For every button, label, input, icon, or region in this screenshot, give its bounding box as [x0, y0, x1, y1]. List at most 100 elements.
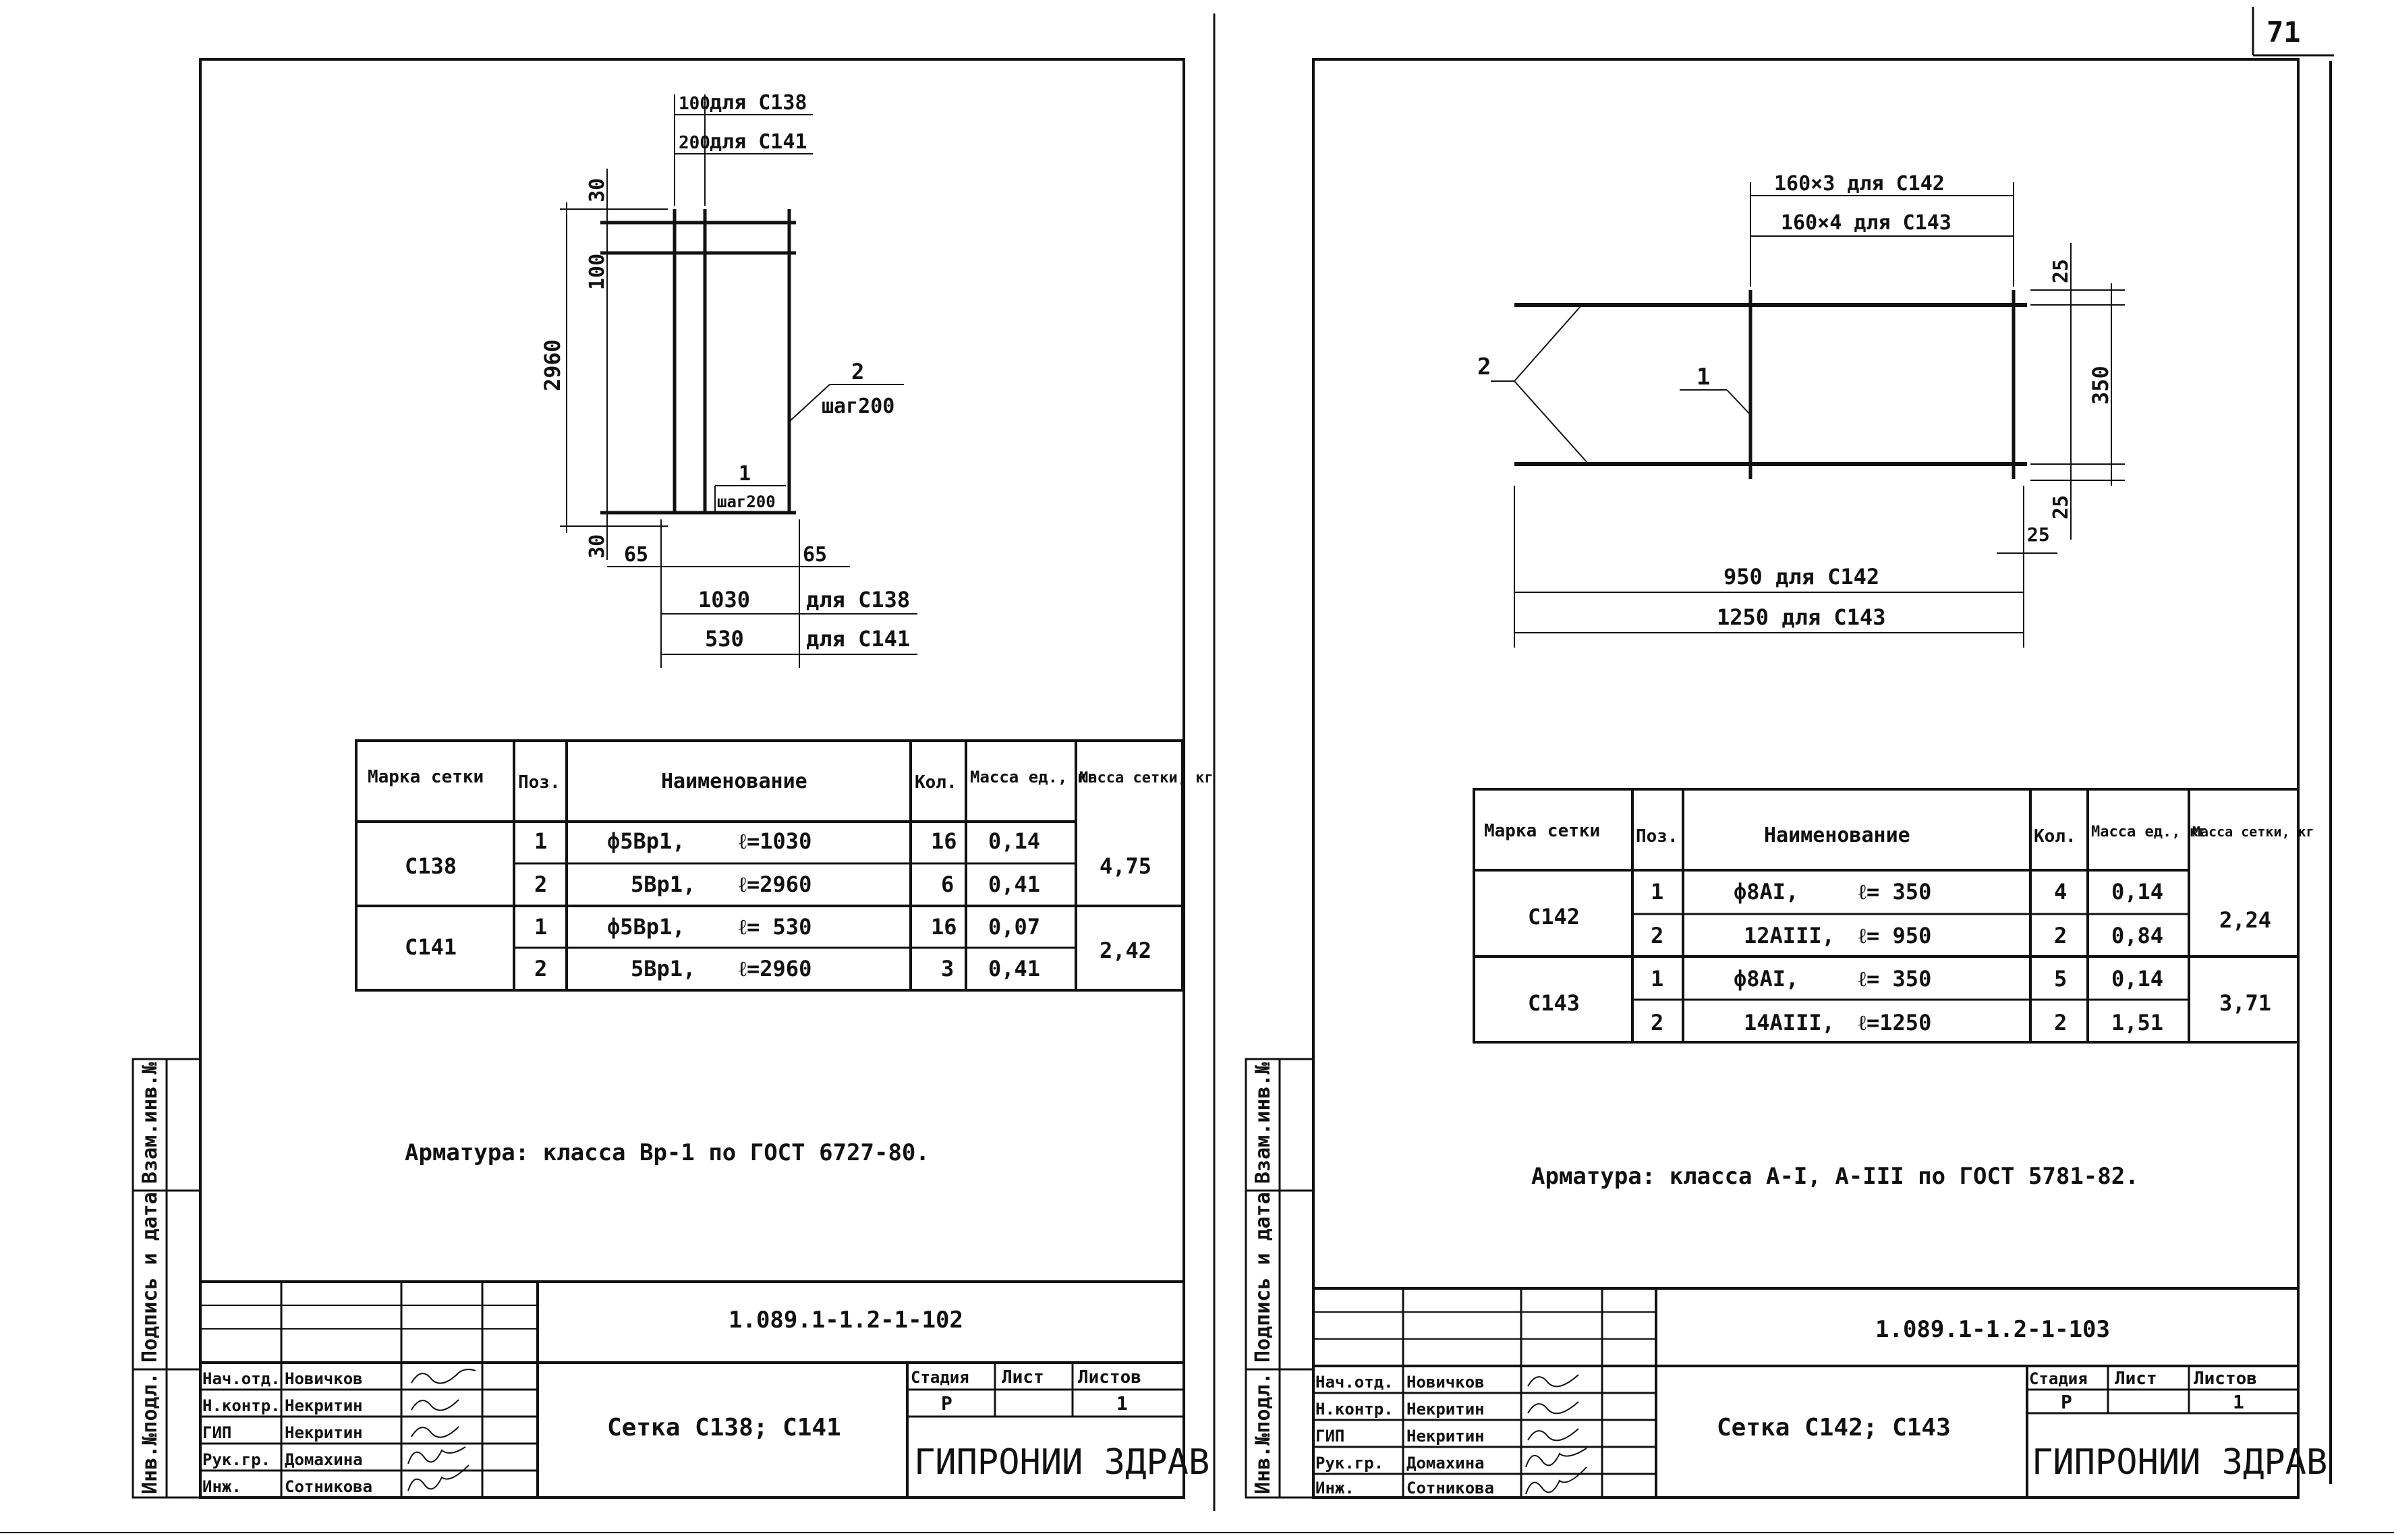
- left-side-vzam: Взам.инв.№: [138, 1061, 162, 1184]
- right-note: Арматура: класса А-I, А-III по ГОСТ 5781…: [1531, 1163, 2139, 1190]
- left-role-3: ГИП: [202, 1423, 231, 1442]
- left-signature-1: [411, 1369, 476, 1384]
- left-signature-2: [411, 1399, 459, 1411]
- left-callout-2-num: 2: [851, 359, 864, 384]
- left-stage: Р: [941, 1392, 952, 1415]
- right-top-dim-2: 160×4 для С143: [1781, 211, 1951, 235]
- right-g1-r2-name: 12АIII,: [1744, 923, 1835, 948]
- left-name-1: Новичков: [285, 1369, 363, 1388]
- right-doc-code: 1.089.1-1.2-1-103: [1875, 1316, 2110, 1343]
- right-g2-mark: С143: [1528, 990, 1580, 1016]
- right-g2-total: 3,71: [2219, 990, 2271, 1016]
- right-role-2: Н.контр.: [1315, 1400, 1394, 1419]
- right-dim-bottom: 25: [2049, 495, 2073, 519]
- left-dim-total: 2960: [540, 339, 565, 391]
- page-number: 71: [2267, 16, 2301, 49]
- left-g1-r2-qty: 6: [941, 872, 954, 897]
- right-stage: Р: [2061, 1391, 2072, 1413]
- left-role-5: Инж.: [202, 1477, 241, 1496]
- right-role-3: ГИП: [1315, 1427, 1344, 1446]
- right-g2-r2-name: 14АIII,: [1744, 1010, 1835, 1035]
- right-name-5: Сотникова: [1406, 1479, 1494, 1498]
- left-g2-r1-mass: 0,07: [988, 914, 1040, 940]
- left-th-mass-unit: Масса ед., кг: [970, 768, 1097, 787]
- right-g2-r1-mass: 0,14: [2111, 966, 2163, 992]
- left-g2-r1-name: ф5Вр1,: [607, 914, 685, 940]
- left-top-dim-1-note: для С138: [710, 91, 807, 115]
- right-title-block: 1.089.1-1.2-1-103 Сетка С142; С143 Стади…: [1313, 1287, 2327, 1498]
- left-g2-mark: С141: [405, 934, 457, 960]
- right-side-vzam: Взам.инв.№: [1251, 1061, 1275, 1184]
- right-side-inv: Инв.№подл.: [1251, 1372, 1275, 1494]
- right-role-4: Рук.гр.: [1315, 1454, 1384, 1473]
- right-g2-r1-qty: 5: [2054, 966, 2067, 992]
- left-callout-2-text: шаг200: [822, 395, 894, 418]
- right-side-strip: Взам.инв.№ Подпись и дата Инв.№подл.: [1245, 1058, 1315, 1499]
- right-th-name: Наименование: [1764, 824, 1910, 847]
- left-sheets-label: Листов: [1078, 1367, 1141, 1388]
- left-sheet-label: Лист: [1002, 1367, 1044, 1388]
- left-g1-mark: С138: [405, 853, 457, 879]
- right-stage-label: Стадия: [2029, 1369, 2088, 1388]
- left-g2-r1-qty: 16: [931, 914, 957, 940]
- left-sheet: Взам.инв.№ Подпись и дата Инв.№подл. 100…: [132, 58, 1214, 1499]
- right-th-mass-total: Масса сетки, кг: [2192, 824, 2314, 840]
- right-g2-r2-mass: 1,51: [2111, 1010, 2163, 1035]
- right-g1-r1-mass: 0,14: [2111, 879, 2163, 905]
- right-signature-5: [1525, 1466, 1587, 1495]
- left-name-3: Некритин: [285, 1423, 363, 1442]
- left-g1-r1-mass: 0,14: [988, 828, 1040, 854]
- left-g1-r1-name: ф5Вр1,: [607, 828, 685, 854]
- right-role-5: Инж.: [1315, 1479, 1355, 1498]
- left-g2-r1-len: ℓ= 530: [739, 914, 811, 940]
- left-g2-r2-pos: 2: [534, 956, 547, 981]
- right-top-dim-1: 160×3 для С142: [1774, 172, 1945, 196]
- right-sheets: 1: [2233, 1391, 2244, 1413]
- right-sheet-label: Лист: [2115, 1369, 2157, 1389]
- left-title-block: 1.089.1-1.2-1-102 Сетка С138; С141 Стади…: [200, 1280, 1209, 1498]
- left-g2-r1-pos: 1: [534, 914, 547, 940]
- right-g1-r1-name: ф8АI,: [1734, 879, 1798, 905]
- right-side-sign-date: Подпись и дата: [1251, 1192, 1275, 1363]
- right-org: ГИПРОНИИ ЗДРАВ: [2032, 1442, 2327, 1483]
- right-dim-top: 25: [2049, 259, 2073, 283]
- right-g2-r1-len: ℓ= 350: [1858, 966, 1931, 992]
- right-callout-2: 2: [1477, 353, 1491, 380]
- right-g1-r1-pos: 1: [1651, 879, 1663, 905]
- right-sheet: Взам.инв.№ Подпись и дата Инв.№подл. 160…: [1245, 58, 2327, 1499]
- left-width-2-note: для С141: [806, 626, 910, 652]
- right-g1-r2-qty: 2: [2054, 923, 2067, 948]
- right-mesh-drawing: 160×3 для С142 160×4 для С143 25 350 25 …: [1477, 172, 2125, 648]
- right-name-1: Новичков: [1406, 1373, 1485, 1392]
- left-g1-r2-len: ℓ=2960: [739, 872, 811, 897]
- right-signature-2: [1527, 1401, 1579, 1415]
- left-role-4: Рук.гр.: [202, 1450, 270, 1469]
- left-g1-total: 4,75: [1100, 853, 1151, 879]
- right-th-mark: Марка сетки: [1484, 821, 1600, 841]
- right-th-mass-unit: Масса ед., кг: [2091, 824, 2207, 840]
- left-signature-5: [407, 1464, 469, 1491]
- left-g1-r1-qty: 16: [931, 828, 957, 854]
- left-g2-r2-qty: 3: [941, 956, 954, 981]
- right-g2-r2-len: ℓ=1250: [1858, 1010, 1931, 1035]
- left-g1-r1-pos: 1: [534, 828, 547, 854]
- right-dim-mid: 350: [2088, 366, 2113, 405]
- right-role-1: Нач.отд.: [1315, 1373, 1394, 1392]
- left-doc-code: 1.089.1-1.2-1-102: [729, 1307, 963, 1334]
- left-org: ГИПРОНИИ ЗДРАВ: [914, 1442, 1209, 1483]
- right-spec-table: Марка сетки Поз. Наименование Кол. Масса…: [1473, 788, 2314, 1044]
- left-role-1: Нач.отд.: [202, 1369, 281, 1388]
- left-sheet-title: Сетка С138; С141: [607, 1414, 841, 1442]
- left-top-dim-2: 200: [679, 133, 710, 153]
- right-th-qty: Кол.: [2034, 826, 2076, 847]
- left-th-qty: Кол.: [915, 772, 957, 793]
- right-th-pos: Поз.: [1636, 826, 1678, 847]
- right-sheets-label: Листов: [2194, 1369, 2257, 1389]
- left-callout-1-text: шаг200: [717, 492, 776, 511]
- right-g1-total: 2,24: [2219, 907, 2271, 933]
- right-g1-r1-len: ℓ= 350: [1858, 879, 1931, 905]
- right-g1-r1-qty: 4: [2054, 879, 2067, 905]
- left-th-name: Наименование: [661, 770, 807, 793]
- left-g1-r2-name: 5Вр1,: [631, 872, 695, 897]
- left-dim-bottom: 30: [586, 534, 609, 559]
